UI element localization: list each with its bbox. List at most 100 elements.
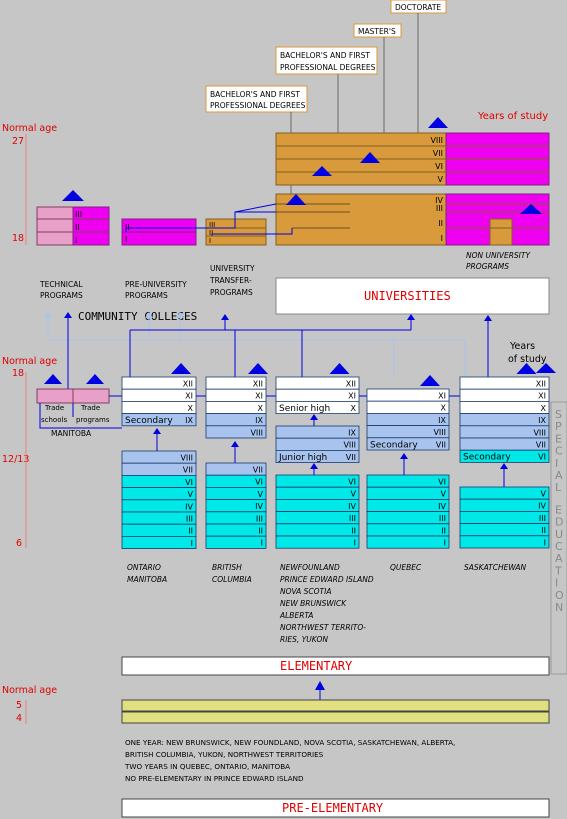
age-18-top: 18 (12, 233, 24, 244)
community-colleges-label: COMMUNITY COLLEGES (78, 310, 197, 323)
caption-british: BRITISH (212, 563, 242, 572)
grade-cell-I (205, 535, 267, 549)
grade-cell-IX (459, 413, 550, 427)
arrow-up (86, 374, 104, 384)
roman-numeral: I (444, 539, 446, 548)
special-education-letter: E (555, 432, 562, 445)
roman-numeral: VII (536, 441, 546, 450)
manitoba-trade-label: MANITOBA (51, 429, 92, 438)
roman-numeral: XI (185, 392, 193, 401)
caption-ontario: ONTARIO (127, 563, 161, 572)
arrow-up (315, 681, 325, 690)
caption-nova-scotia: NOVA SCOTIA (280, 587, 331, 596)
roman-numeral: III (439, 514, 446, 523)
age-18-mid: 18 (12, 368, 24, 379)
pre-elementary-year-2 (121, 699, 550, 712)
roman-numeral: II (209, 229, 213, 237)
roman-numeral: V (441, 490, 447, 499)
roman-numeral: VI (538, 453, 546, 462)
arrow-up (248, 363, 268, 374)
caption-alberta: ALBERTA (279, 611, 313, 620)
special-education-letter: A (555, 469, 563, 482)
roman-numeral: XI (255, 392, 263, 401)
university-transfer-caption-1: UNIVERSITY (210, 264, 255, 273)
arrow-up (428, 117, 448, 128)
roman-numeral: IV (538, 502, 546, 511)
age-27: 27 (12, 136, 24, 147)
arrow-up (62, 190, 84, 201)
grade-cell-II (205, 523, 267, 537)
top-age-axis: Normal age 27 18 (2, 123, 57, 245)
pre-university-block: III (121, 218, 197, 246)
grade-cell-II (366, 523, 450, 537)
grade-cell-II (459, 523, 550, 537)
arrow-up (500, 463, 508, 469)
trade-programs-label-2: programs (76, 416, 110, 424)
grade-cell-III (121, 511, 197, 525)
pre-elementary-label: PRE-ELEMENTARY (282, 801, 384, 815)
roman-numeral: XI (538, 392, 546, 401)
roman-numeral: IX (185, 416, 193, 425)
special-education-letter: T (554, 564, 562, 577)
grade-cell-IV (366, 498, 450, 512)
caption-manitoba: MANITOBA (127, 575, 167, 584)
special-education-letter: U (555, 528, 563, 541)
label-doctorate: DOCTORATE (395, 3, 441, 12)
arrow-up (44, 312, 52, 318)
roman-numeral: I (544, 538, 546, 547)
caption-saskatchewan: SASKATCHEWAN (464, 563, 527, 572)
age-4: 4 (16, 713, 22, 724)
grade-cell-VI (275, 474, 360, 488)
roman-numeral: VIII (430, 136, 443, 145)
technical-programs-caption-2: PROGRAMS (40, 291, 83, 300)
roman-numeral: X (188, 404, 194, 413)
roman-numeral: IX (538, 416, 546, 425)
special-education-letter: A (555, 552, 563, 565)
roman-numeral: I (209, 237, 211, 245)
grade-cell-V (459, 486, 550, 500)
grade-cell-VII (275, 449, 360, 463)
grade-cell-I (366, 535, 450, 549)
label-masters: MASTER'S (358, 27, 396, 36)
arrow-up (310, 463, 318, 469)
grade-cell-II (275, 523, 360, 537)
roman-numeral: VII (433, 149, 443, 158)
special-education-letter: S (555, 408, 562, 421)
special-education-band (550, 401, 567, 675)
roman-numeral: I (191, 539, 193, 548)
grade-cell-IX (121, 413, 197, 427)
roman-numeral: VIII (343, 441, 356, 450)
note-line: TWO YEARS IN QUEBEC, ONTARIO, MANITOBA (124, 762, 290, 771)
label-bachelors-upper-1: BACHELOR'S AND FIRST (280, 51, 370, 60)
grade-cell-III (275, 511, 360, 525)
grade-cell-XI (459, 388, 550, 402)
caption-columbia: COLUMBIA (212, 575, 252, 584)
roman-numeral: VI (255, 478, 263, 487)
roman-numeral: XII (346, 380, 356, 389)
grade-cell-V (275, 486, 360, 500)
grade-cell-X (366, 400, 450, 414)
arrow-up (484, 315, 492, 321)
arrow-up (329, 363, 350, 374)
roman-numeral: VI (438, 478, 446, 487)
years-of-study-mid-1: Years (509, 341, 535, 352)
note-line: BRITISH COLUMBIA, YUKON, NORTHWEST TERRI… (125, 750, 324, 759)
grade-level-label: Secondary (463, 453, 511, 463)
university-transfer-caption-3: PROGRAMS (210, 288, 253, 297)
roman-numeral: XI (348, 392, 356, 401)
universities-label: UNIVERSITIES (364, 289, 451, 303)
label-bachelors-lower-1: BACHELOR'S AND FIRST (210, 90, 300, 99)
trade-schools-label-2: schools (41, 416, 67, 424)
grade-cell-IX (366, 412, 450, 426)
special-education-letter: E (555, 503, 562, 516)
normal-age-mid: Normal age (2, 356, 57, 367)
non-university-caption-2: PROGRAMS (466, 262, 509, 271)
grade-level-label: Senior high (279, 404, 330, 414)
roman-numeral: X (441, 404, 447, 413)
roman-numeral: IX (255, 416, 263, 425)
university-transfer-caption-2: TRANSFER- (209, 276, 252, 285)
grade-cell-V (366, 486, 450, 500)
grade-cell-X (121, 400, 197, 414)
years-of-study-mid-2: of study (508, 354, 547, 365)
